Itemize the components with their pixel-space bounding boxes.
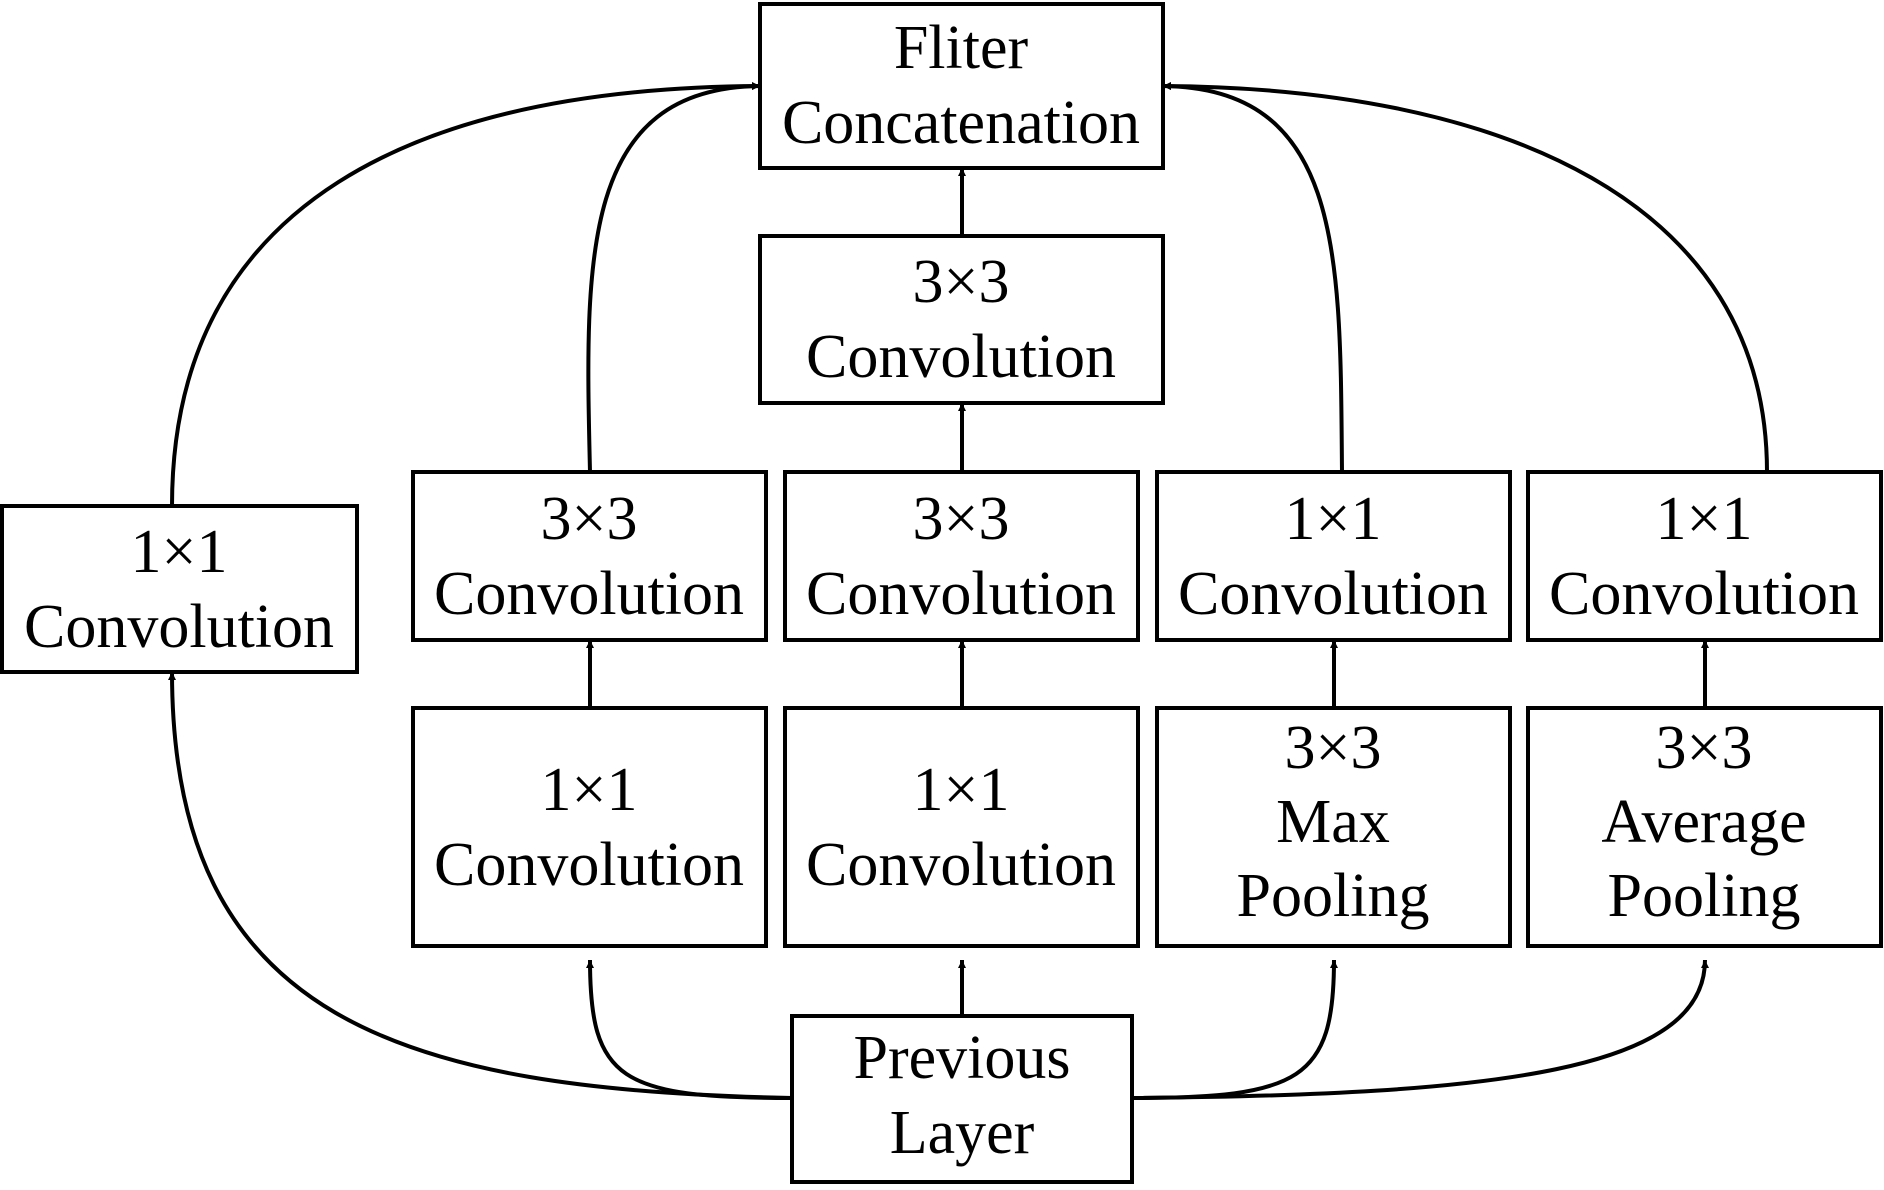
conv-3x3-top-node: 3×3 Convolution: [758, 234, 1165, 405]
average-pooling-label-line-3: Pooling: [1608, 862, 1801, 930]
conv-3x3-top-label-line-1: 3×3: [913, 248, 1010, 316]
conv-3x3-branch3-node: 3×3 Convolution: [783, 470, 1140, 642]
conv-1x1-branch5-label-line-1: 1×1: [1656, 485, 1753, 553]
conv-1x1-branch4-node: 1×1 Convolution: [1155, 470, 1512, 642]
conv-1x1-branch3-node: 1×1 Convolution: [783, 706, 1140, 948]
conv-1x1-branch2-label-line-1: 1×1: [541, 756, 638, 824]
conv-1x1-branch3-label-line-1: 1×1: [913, 756, 1010, 824]
edge-prev-to-conv1b: [586, 959, 793, 1100]
edge-conv1e-to-concat: [1162, 82, 1769, 473]
edge-conv1d-to-concat: [1162, 82, 1344, 473]
edge-prev-to-avgpool: [1131, 959, 1709, 1100]
conv-1x1-left-node: 1×1 Convolution: [0, 504, 359, 674]
filter-concatenation-node: Fliter Concatenation: [758, 2, 1165, 170]
conv-1x1-branch5-label-line-2: Convolution: [1549, 560, 1859, 628]
conv-3x3-branch2-label-line-2: Convolution: [434, 560, 744, 628]
filter-concatenation-label-line-1: Fliter: [894, 14, 1029, 82]
conv-1x1-branch5-node: 1×1 Convolution: [1526, 470, 1883, 642]
edges-layer: [168, 82, 1769, 1100]
edge-conv1a-to-concat: [170, 82, 761, 507]
max-pooling-label-line-1: 3×3: [1285, 714, 1382, 782]
conv-3x3-branch2-node: 3×3 Convolution: [411, 470, 768, 642]
edge-conv3a-to-concat: [586, 82, 761, 473]
conv-3x3-top-label-line-2: Convolution: [806, 323, 1116, 391]
edge-prev-to-maxpool: [1131, 959, 1338, 1100]
conv-1x1-branch4-label-line-2: Convolution: [1178, 560, 1488, 628]
conv-1x1-branch2-node: 1×1 Convolution: [411, 706, 768, 948]
average-pooling-node: 3×3 Average Pooling: [1526, 706, 1883, 948]
filter-concatenation-label-line-2: Concatenation: [782, 89, 1140, 157]
conv-1x1-branch2-label-line-2: Convolution: [434, 831, 744, 899]
previous-layer-node: Previous Layer: [790, 1014, 1134, 1184]
average-pooling-label-line-1: 3×3: [1656, 714, 1753, 782]
average-pooling-label-line-2: Average: [1601, 788, 1806, 856]
previous-layer-label-line-2: Layer: [890, 1099, 1035, 1167]
edge-prev-to-conv1a: [168, 671, 793, 1100]
conv-1x1-left-label-line-1: 1×1: [131, 518, 228, 586]
conv-1x1-branch3-label-line-2: Convolution: [806, 831, 1116, 899]
conv-3x3-branch2-label-line-1: 3×3: [541, 485, 638, 553]
max-pooling-label-line-3: Pooling: [1237, 862, 1430, 930]
conv-1x1-left-label-line-2: Convolution: [24, 593, 334, 661]
conv-1x1-branch4-label-line-1: 1×1: [1285, 485, 1382, 553]
max-pooling-label-line-2: Max: [1276, 788, 1390, 856]
previous-layer-label-line-1: Previous: [854, 1024, 1071, 1092]
conv-3x3-branch3-label-line-1: 3×3: [913, 485, 1010, 553]
max-pooling-node: 3×3 Max Pooling: [1155, 706, 1512, 948]
conv-3x3-branch3-label-line-2: Convolution: [806, 560, 1116, 628]
